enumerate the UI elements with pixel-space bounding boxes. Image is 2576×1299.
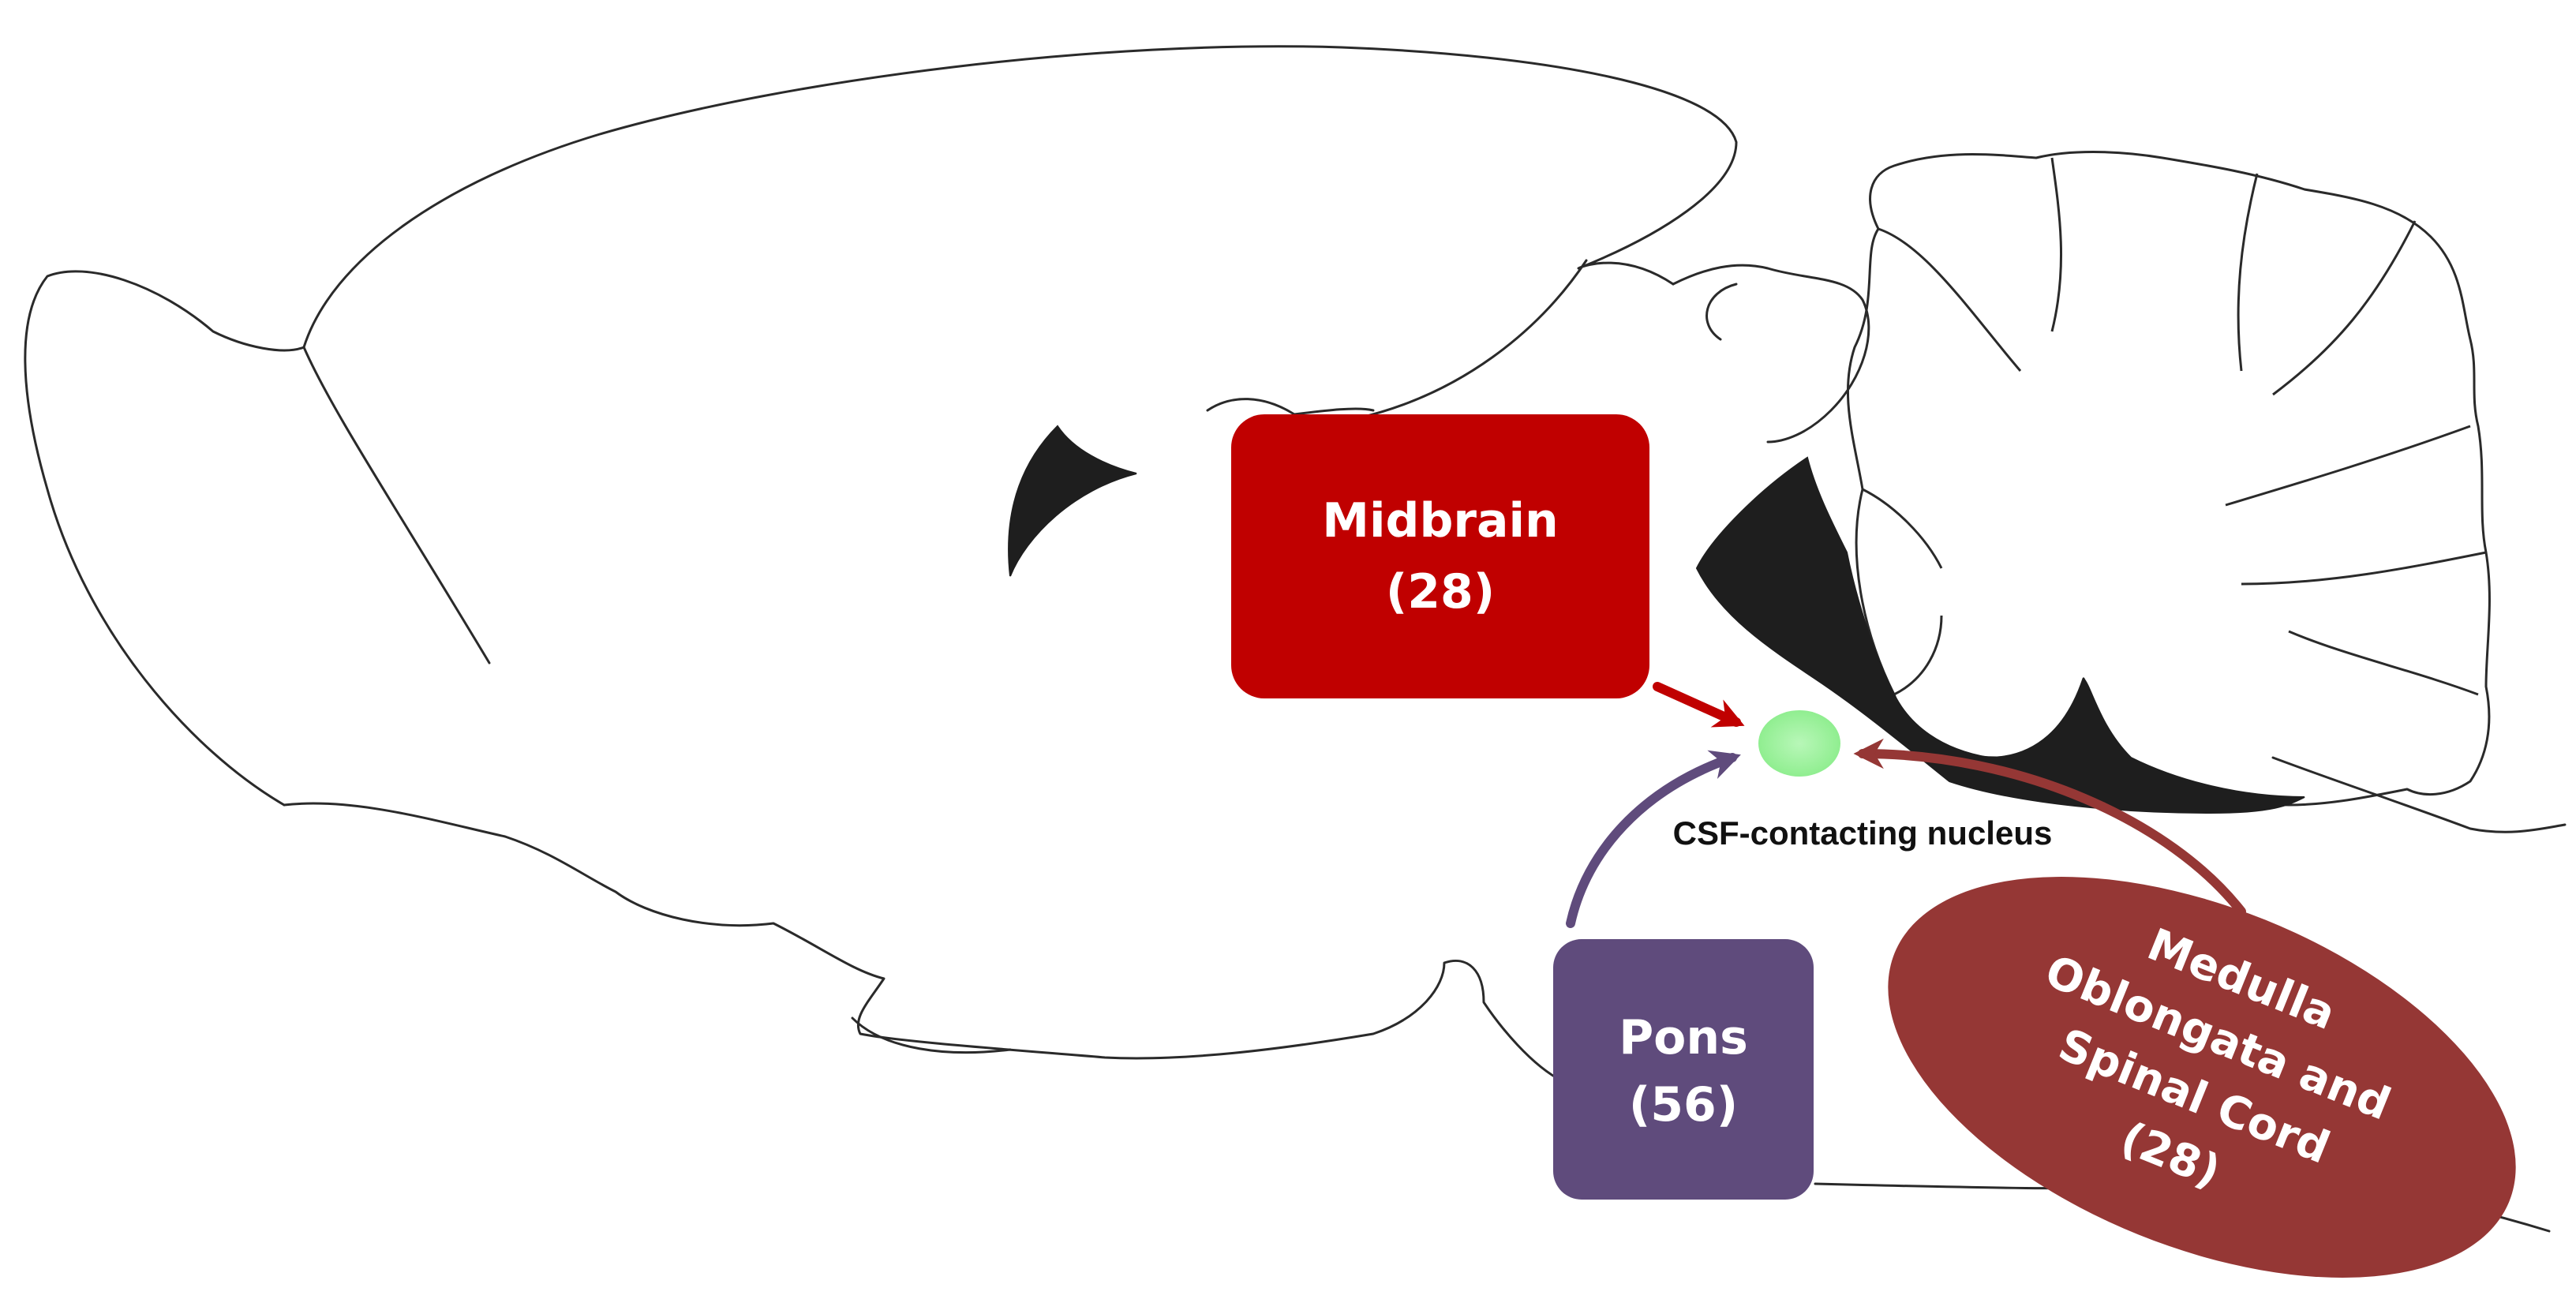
cerebellum-folium	[2225, 425, 2471, 507]
midbrain-count: (28)	[1386, 564, 1495, 620]
medulla-ellipse-shape	[1888, 877, 2516, 1278]
cortex-inner-line	[1356, 259, 1588, 420]
midbrain-top-line	[1206, 398, 1375, 416]
lateral-ventricle	[1008, 425, 1137, 577]
midbrain-box-shape	[1231, 414, 1649, 698]
colliculus-inner	[1705, 283, 1738, 341]
csf-nucleus-dot	[1758, 710, 1840, 777]
pons-box-shape	[1553, 939, 1814, 1200]
cerebellum-folium	[2288, 630, 2479, 696]
csf-nucleus-label: CSF-contacting nucleus	[1673, 814, 2053, 852]
cerebellum-outline	[1846, 151, 2491, 807]
arrow-midbrain-to-nucleus	[1653, 682, 1745, 728]
arrow-medulla-to-nucleus	[1853, 738, 2246, 916]
medulla-ellipse: Medulla Oblongata and Spinal Cord (28)	[1888, 877, 2516, 1278]
colliculus-outline	[1672, 264, 1870, 444]
midbrain-label: Midbrain	[1322, 493, 1559, 548]
cerebellum-folium	[2050, 157, 2063, 332]
cerebellum	[1846, 151, 2491, 807]
cerebellum-folium	[1862, 488, 1943, 569]
pons-count: (56)	[1629, 1077, 1738, 1132]
ventral-surface	[283, 802, 1564, 1083]
midbrain-box: Midbrain (28)	[1231, 414, 1649, 698]
arrows	[1566, 682, 2246, 928]
cerebellum-folium	[1893, 615, 1943, 696]
ventral-lower-line	[851, 1016, 1012, 1054]
cerebellum-folium	[2237, 173, 2259, 372]
fourth-ventricle	[1695, 456, 2305, 814]
arrow-pons-to-nucleus	[1566, 750, 1741, 928]
cerebrum-outline	[24, 45, 1738, 807]
ventricles	[1008, 425, 2305, 814]
spinal-cord-dorsal	[2271, 756, 2567, 833]
cerebellum-folium	[2241, 551, 2487, 586]
pons-label: Pons	[1619, 1010, 1748, 1065]
pons-box: Pons (56)	[1553, 939, 1814, 1200]
cerebellum-folium	[2272, 220, 2417, 396]
frontal-lobe-line	[302, 346, 491, 664]
cerebellum-folium	[1878, 227, 2022, 372]
